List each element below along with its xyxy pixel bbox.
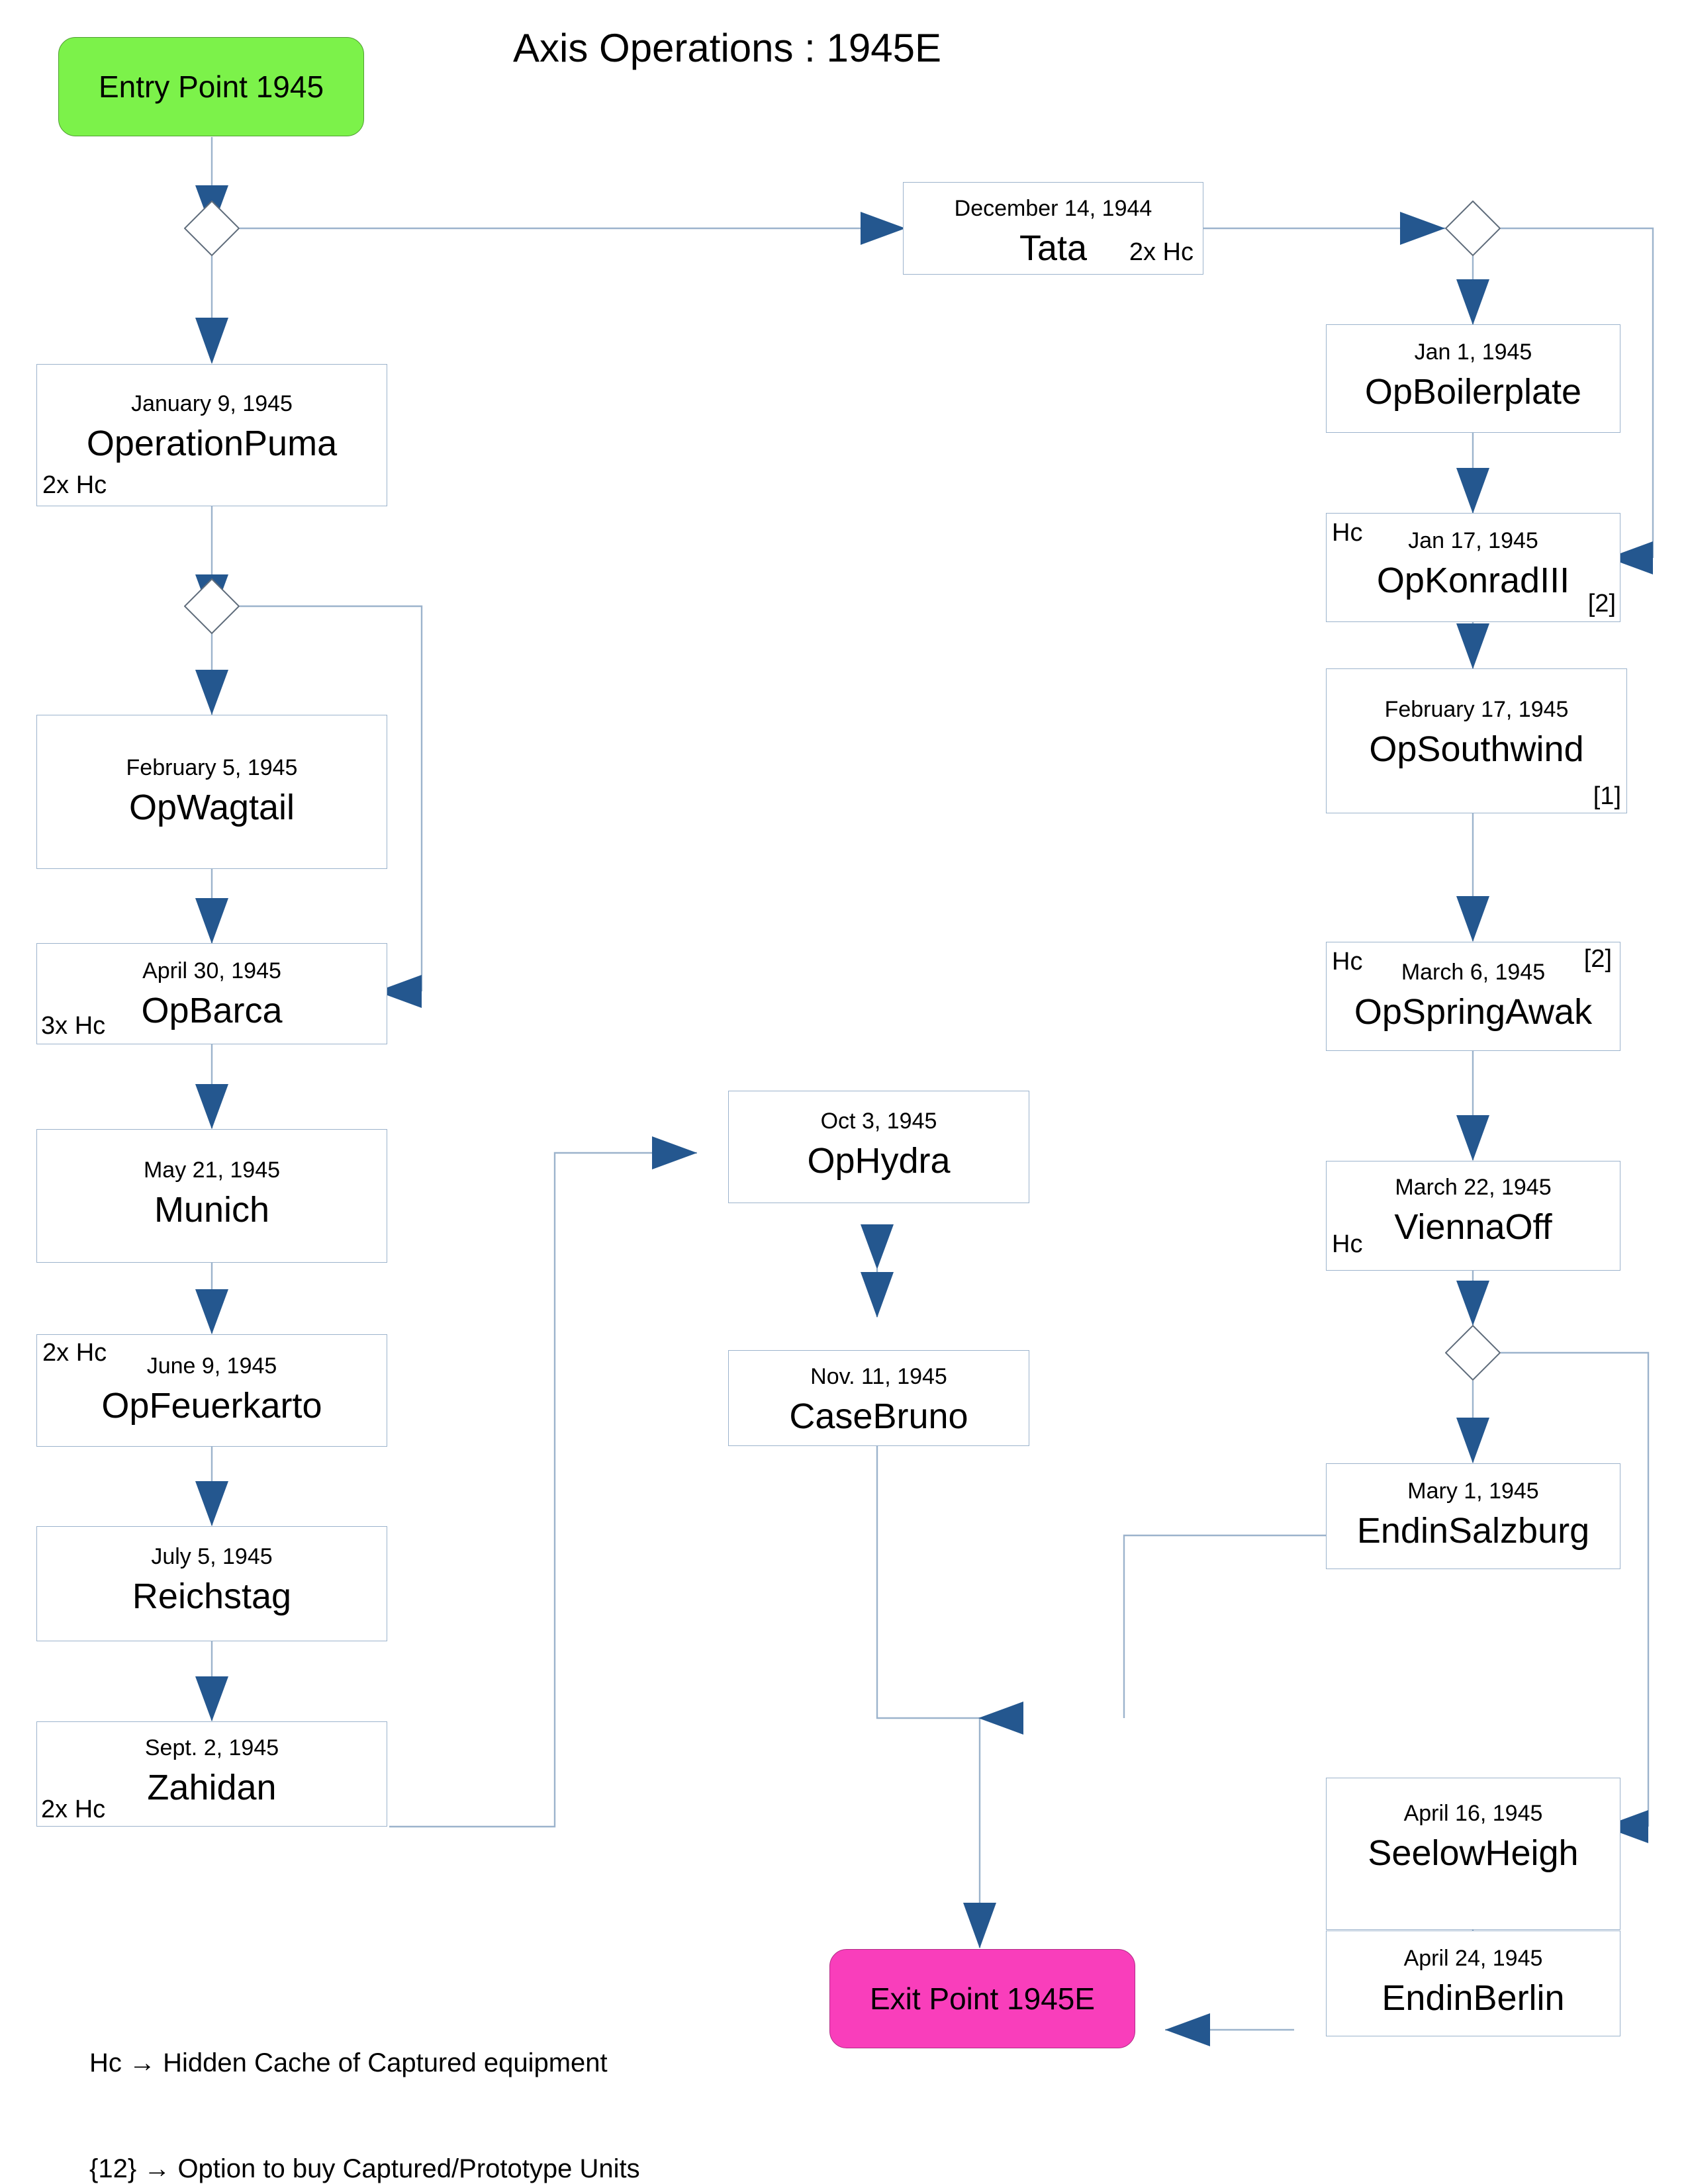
node-date: Jan 1, 1945: [1414, 340, 1532, 365]
node-tag-bl: Hc: [1332, 1230, 1363, 1258]
legend-line-buy: {12} → Option to buy Captured/Prototype …: [89, 2154, 640, 2183]
node-date: December 14, 1944: [954, 196, 1152, 221]
node-name: ViennaOff: [1394, 1207, 1552, 1247]
node-date: June 9, 1945: [146, 1353, 277, 1379]
node-opbarca[interactable]: April 30, 1945 OpBarca 3x Hc: [36, 943, 387, 1044]
node-name: OpBoilerplate: [1364, 372, 1582, 412]
node-casebruno[interactable]: Nov. 11, 1945 CaseBruno: [728, 1350, 1029, 1446]
node-name: Munich: [154, 1190, 270, 1230]
node-date: July 5, 1945: [151, 1544, 273, 1569]
node-opfeuerkarto[interactable]: June 9, 1945 OpFeuerkarto 2x Hc: [36, 1334, 387, 1447]
decision-diamond-vienna[interactable]: [1445, 1325, 1501, 1381]
node-name: Reichstag: [132, 1576, 292, 1616]
node-date: April 30, 1945: [142, 958, 281, 983]
decision-diamond-puma[interactable]: [184, 578, 240, 634]
node-name: OpSouthwind: [1369, 729, 1584, 769]
node-tag-tl: Hc: [1332, 948, 1363, 976]
node-tag-br: [2]: [1587, 590, 1616, 617]
node-opspringawak[interactable]: March 6, 1945 OpSpringAwak Hc [2]: [1326, 942, 1620, 1051]
decision-diamond-tata[interactable]: [1445, 201, 1501, 256]
node-viennaoff[interactable]: March 22, 1945 ViennaOff Hc: [1326, 1161, 1620, 1271]
entry-point-label: Entry Point 1945: [98, 69, 324, 104]
node-name: OperationPuma: [86, 424, 338, 463]
entry-point-node[interactable]: Entry Point 1945: [58, 37, 364, 136]
exit-point-node[interactable]: Exit Point 1945E: [829, 1949, 1135, 2048]
node-name: CaseBruno: [789, 1396, 968, 1436]
node-name: OpKonradIII: [1376, 561, 1570, 600]
node-name: OpBarca: [141, 991, 283, 1030]
node-tag-br: 2x Hc: [1129, 238, 1194, 266]
node-name: OpFeuerkarto: [101, 1386, 322, 1426]
node-date: February 17, 1945: [1384, 697, 1569, 722]
node-seelowheigh[interactable]: April 16, 1945 SeelowHeigh: [1326, 1778, 1620, 1930]
node-date: March 6, 1945: [1401, 960, 1546, 985]
node-operationpuma[interactable]: January 9, 1945 OperationPuma 2x Hc: [36, 364, 387, 506]
node-name: OpWagtail: [128, 788, 295, 827]
node-opboilerplate[interactable]: Jan 1, 1945 OpBoilerplate: [1326, 324, 1620, 433]
node-opwagtail[interactable]: February 5, 1945 OpWagtail: [36, 715, 387, 869]
node-tag-bl: 3x Hc: [41, 1012, 106, 1040]
node-tag-tl: Hc: [1332, 519, 1363, 547]
node-name: SeelowHeigh: [1368, 1833, 1579, 1873]
decision-diamond-entry[interactable]: [184, 201, 240, 256]
node-date: April 24, 1945: [1403, 1946, 1543, 1971]
node-endinberlin[interactable]: April 24, 1945 EndinBerlin: [1326, 1931, 1620, 2036]
node-name: EndinSalzburg: [1356, 1511, 1590, 1551]
node-date: Mary 1, 1945: [1407, 1479, 1539, 1504]
node-reichstag[interactable]: July 5, 1945 Reichstag: [36, 1526, 387, 1641]
node-date: Nov. 11, 1945: [810, 1364, 947, 1389]
node-opkonradiii[interactable]: Jan 17, 1945 OpKonradIII Hc [2]: [1326, 513, 1620, 622]
node-date: March 22, 1945: [1395, 1175, 1552, 1200]
node-zahidan[interactable]: Sept. 2, 1945 Zahidan 2x Hc: [36, 1721, 387, 1827]
node-tag-tl: 2x Hc: [42, 1339, 107, 1367]
node-date: Oct 3, 1945: [820, 1109, 937, 1134]
node-ophydra[interactable]: Oct 3, 1945 OpHydra: [728, 1091, 1029, 1203]
node-date: January 9, 1945: [131, 391, 293, 416]
node-date: May 21, 1945: [143, 1158, 281, 1183]
node-munich[interactable]: May 21, 1945 Munich: [36, 1129, 387, 1263]
node-tata[interactable]: December 14, 1944 Tata 2x Hc: [903, 182, 1203, 275]
node-date: April 16, 1945: [1403, 1801, 1543, 1826]
node-tag-tr: [2]: [1583, 945, 1612, 973]
node-name: OpHydra: [807, 1141, 951, 1181]
node-tag-bl: 2x Hc: [42, 471, 107, 499]
node-name: Zahidan: [147, 1768, 277, 1807]
node-opsouthwind[interactable]: February 17, 1945 OpSouthwind [1]: [1326, 668, 1627, 813]
node-date: Sept. 2, 1945: [144, 1735, 279, 1760]
node-name: Tata: [1019, 228, 1088, 268]
legend: Hc → Hidden Cache of Captured equipment …: [89, 1976, 640, 2184]
node-date: February 5, 1945: [126, 755, 298, 780]
node-tag-bl: 2x Hc: [41, 1796, 106, 1823]
node-endinsalzburg[interactable]: Mary 1, 1945 EndinSalzburg: [1326, 1463, 1620, 1569]
node-name: OpSpringAwak: [1354, 992, 1593, 1032]
legend-line-hc: Hc → Hidden Cache of Captured equipment: [89, 2048, 608, 2078]
node-tag-br: [1]: [1593, 782, 1621, 810]
node-date: Jan 17, 1945: [1408, 528, 1538, 553]
exit-point-label: Exit Point 1945E: [869, 1981, 1096, 2016]
node-name: EndinBerlin: [1382, 1978, 1565, 2018]
page-title: Axis Operations : 1945E: [513, 26, 942, 70]
